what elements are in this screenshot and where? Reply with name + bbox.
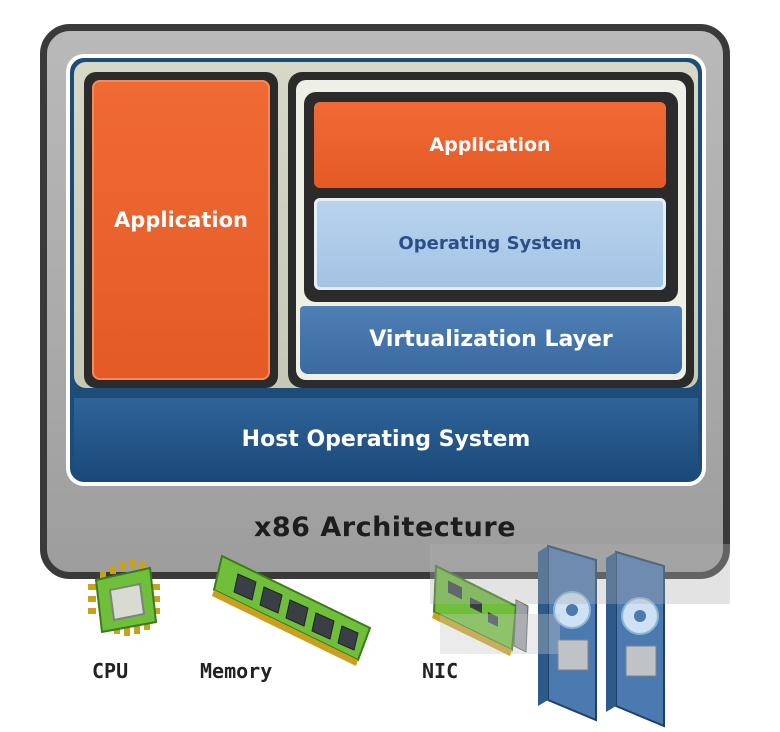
host-operating-system-layer: Host Operating System: [74, 398, 698, 482]
nic-label: NIC: [422, 659, 459, 683]
guest-application-box: Application: [314, 102, 666, 188]
left-application-box: Application: [92, 80, 270, 380]
hardware-icons: [88, 544, 665, 728]
nic-card-icon: [432, 564, 529, 656]
cpu-label: CPU: [92, 659, 129, 683]
cpu-chip-icon: [88, 560, 160, 636]
memory-label: Memory: [200, 659, 273, 683]
hard-disk-icon: [538, 544, 665, 728]
memory-module-icon: [212, 554, 372, 666]
virtualization-layer: Virtualization Layer: [300, 306, 682, 374]
x86-architecture-label: x86 Architecture: [253, 512, 517, 543]
guest-operating-system-box: Operating System: [314, 198, 666, 290]
